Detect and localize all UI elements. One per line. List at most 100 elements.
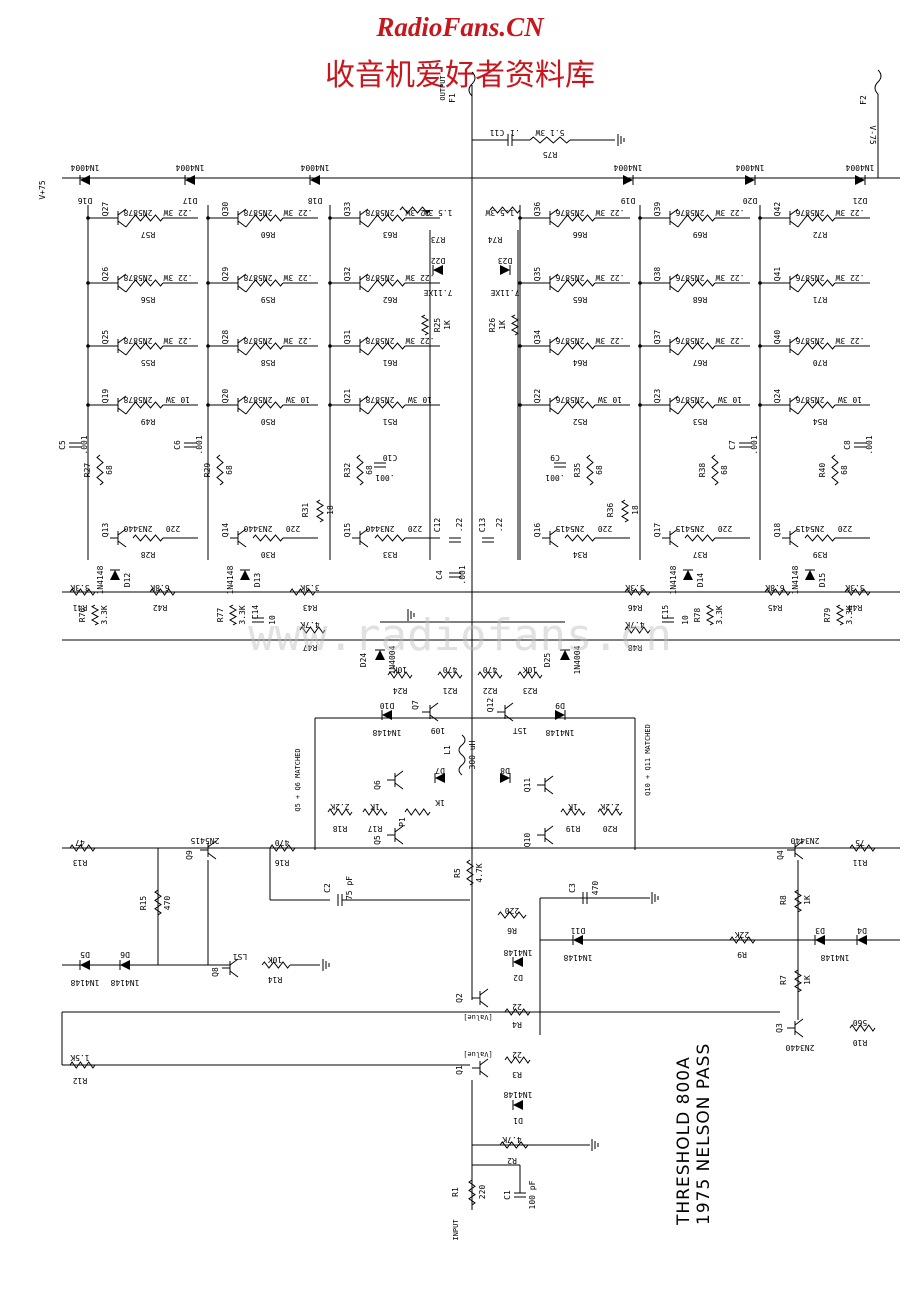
rail-diode-ref: D19	[621, 196, 636, 205]
resistor-r48	[624, 626, 651, 634]
resistor-r38	[711, 454, 719, 486]
wire	[245, 217, 254, 228]
transistor-q29	[237, 285, 247, 293]
transistor-q2	[479, 988, 489, 996]
transistor-q31	[359, 348, 369, 356]
capacitor-ref: C4	[435, 570, 444, 580]
fuse-label: F2	[859, 95, 868, 105]
resistor-r56	[132, 279, 164, 287]
resistor-r35	[586, 454, 594, 486]
resistor-value: 3.3K	[100, 605, 109, 624]
resistor-r13	[69, 844, 96, 852]
transistor-q15	[359, 528, 369, 536]
transistor-part: 2N5876	[675, 395, 704, 404]
diode-ref: D12	[123, 573, 132, 588]
wire	[797, 217, 806, 228]
transistor-q14	[237, 528, 247, 536]
resistor-value: 68	[840, 465, 849, 475]
resistor-r21	[437, 671, 463, 679]
transistor-q30	[237, 220, 247, 228]
capacitor-value: .001	[865, 435, 874, 454]
resistor-ref: R78	[693, 608, 702, 623]
diode-ref: D3	[815, 926, 825, 935]
resistor-value: 22	[512, 1050, 522, 1059]
fuse-f1	[468, 71, 476, 97]
junction-dot	[638, 344, 642, 348]
transistor-q39	[669, 220, 679, 228]
transistor-q10	[544, 825, 554, 833]
resistor-ref: R18	[333, 824, 348, 833]
resistor-r26	[510, 314, 520, 336]
transistor-q22	[549, 395, 559, 403]
wire	[677, 217, 686, 228]
diode-part: 1N4148	[820, 953, 849, 962]
resistor-ref: R16	[275, 858, 290, 867]
capacitor-value: .001	[375, 473, 394, 482]
transistor-ref: Q32	[343, 267, 352, 282]
junction-dot	[328, 281, 332, 285]
resistor-value: 1K	[568, 802, 578, 811]
transistor-q42	[789, 208, 799, 216]
resistor-value: 560	[853, 1018, 868, 1027]
junction-dot	[518, 403, 522, 407]
capacitor-ref: C7	[728, 440, 737, 450]
transistor-ref: Q30	[221, 202, 230, 217]
transistor-part: 15T	[513, 726, 528, 735]
resistor-r71	[804, 279, 836, 287]
resistor-value: 220	[838, 524, 853, 533]
wire	[245, 404, 254, 415]
transistor-ref: Q21	[343, 389, 352, 404]
capacitor-value: 75 pF	[345, 876, 354, 900]
resistor-ref: R34	[573, 550, 588, 559]
transistor-q38	[669, 285, 679, 293]
capacitor-value: .001	[195, 435, 204, 454]
diode-d12	[110, 570, 120, 580]
resistor-ref: R70	[813, 358, 828, 367]
transistor-q17	[669, 540, 679, 548]
transistor-ref: Q34	[533, 330, 542, 345]
resistor-ref: R64	[573, 358, 588, 367]
resistor-value: 1K	[803, 895, 812, 905]
rail-diode-ref: D17	[183, 196, 198, 205]
resistor-r27	[96, 454, 104, 486]
transistor-part: 2N5876	[555, 273, 584, 282]
diode-d16	[80, 175, 90, 185]
resistor-ref: R4	[512, 1020, 522, 1029]
resistor-r68	[684, 279, 716, 287]
diode-ref: D24	[359, 653, 368, 668]
transistor-part: 2N5415	[555, 524, 584, 533]
c11-label: C11	[490, 128, 505, 137]
wire	[677, 345, 686, 356]
resistor-r43	[289, 588, 316, 596]
transistor-part: 2N5876	[675, 336, 704, 345]
resistor-ref: R20	[603, 824, 618, 833]
transistor-q21	[359, 407, 369, 415]
transistor-part: 2N5878	[365, 208, 394, 217]
capacitor-value: .001	[545, 473, 564, 482]
resistor-value: 1K	[443, 320, 452, 330]
transistor-ref: Q39	[653, 202, 662, 217]
resistor-ref: R29	[203, 463, 212, 478]
resistor-value: 470	[275, 838, 290, 847]
transistor-ref: Q42	[773, 202, 782, 217]
transistor-part: 2N5878	[123, 208, 152, 217]
fuse-f2	[874, 69, 882, 95]
resistor-value: .22 3W	[163, 208, 192, 217]
transistor-q36	[549, 208, 559, 216]
transistor-q30	[237, 208, 247, 216]
transistor-q32	[359, 285, 369, 293]
resistor-value: 10 3W	[718, 395, 742, 404]
transistor-q16	[549, 540, 559, 548]
diode-part: 1N4148	[96, 565, 105, 594]
resistor-value: 4.7K	[502, 1135, 521, 1144]
resistor-ref: R8	[779, 895, 788, 905]
resistor-r74	[489, 206, 521, 214]
resistor-value: 1.5 3W	[423, 208, 452, 217]
diode-part: 1N4148	[791, 565, 800, 594]
transistor-part: 2N5415	[675, 524, 704, 533]
resistor-ref: R9	[737, 950, 747, 959]
transistor-part: 2N5876	[555, 208, 584, 217]
rail-diode-part: 1N4004	[845, 163, 874, 172]
resistor-value: 1K	[370, 802, 380, 811]
wire	[367, 217, 376, 228]
